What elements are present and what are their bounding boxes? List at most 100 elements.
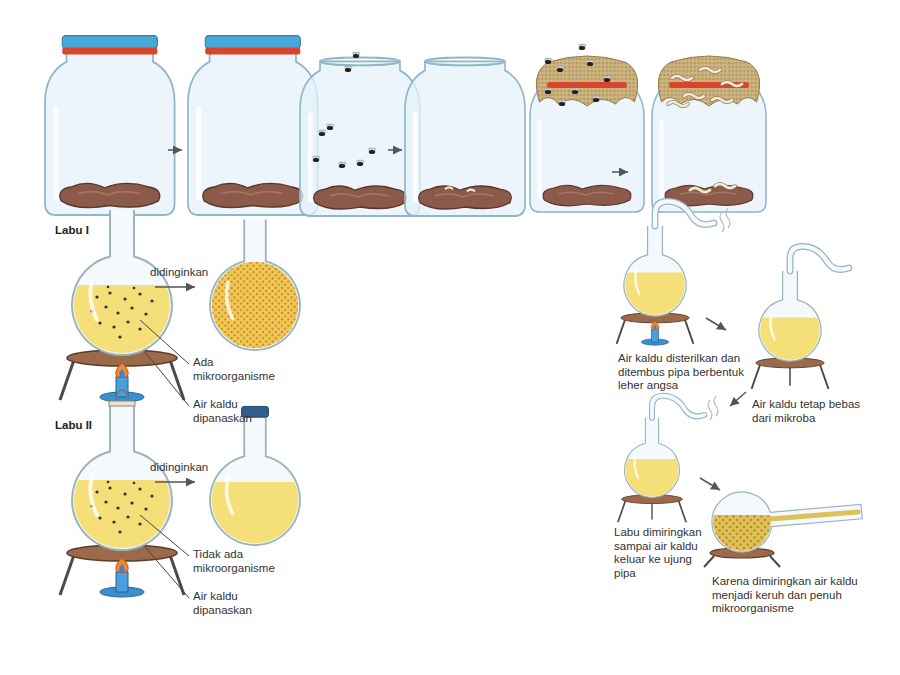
- drawing-use: [652, 396, 704, 418]
- leader-lines: [140, 320, 189, 406]
- callout-label: Ada mikroorganisme: [193, 356, 285, 383]
- drawing-use: [227, 478, 233, 514]
- drawing-use: [545, 88, 553, 94]
- leader-lines: [140, 515, 189, 598]
- drawing-use: [227, 283, 233, 319]
- drawing-use: [313, 156, 321, 162]
- step-arrow: [155, 481, 195, 483]
- drawing-path: [445, 187, 475, 191]
- drawing-line: [770, 556, 780, 567]
- drawing-use: [618, 495, 686, 523]
- drawing-g: [709, 482, 864, 555]
- drawing-use: [319, 130, 327, 136]
- drawing-line: [704, 556, 714, 567]
- drawing-use: [300, 61, 420, 216]
- steam: [720, 208, 730, 232]
- drawing-use: [45, 52, 175, 215]
- drawing-line: [612, 171, 628, 173]
- drawing-use: [62, 36, 157, 55]
- open-jar: [405, 58, 525, 216]
- drawing-use: [339, 162, 347, 168]
- drawing-use: [405, 61, 525, 216]
- tilted-flask: [704, 482, 864, 567]
- drawing-use: [790, 246, 849, 271]
- drawing-use: [752, 358, 829, 389]
- closed-jar: [188, 36, 318, 215]
- drawing-use: [210, 415, 300, 546]
- drawing-use: [205, 36, 300, 55]
- flask-heading: Labu I: [55, 224, 125, 238]
- drawing-use: [641, 321, 668, 345]
- drawing-use: [90, 286, 153, 339]
- drawing-use: [672, 76, 692, 80]
- drawing-use: [203, 183, 303, 207]
- flask-heading: Labu II: [55, 419, 125, 433]
- drawing-line: [770, 512, 858, 519]
- drawing-circle: [212, 262, 298, 348]
- open-jar: [300, 58, 420, 216]
- drawing-use: [625, 418, 680, 498]
- drawing-path: [713, 515, 771, 551]
- drawing-line: [700, 478, 720, 490]
- drawing-use: [60, 183, 160, 207]
- step-arrow: [155, 286, 195, 288]
- drawing-use: [690, 188, 710, 192]
- drawing-use: [545, 58, 553, 64]
- drawing-use: [604, 76, 612, 82]
- sealed-flask: [210, 406, 300, 545]
- drawing-use: [536, 56, 637, 106]
- step-label: didinginkan: [150, 461, 230, 475]
- swan-neck-flask: [752, 246, 849, 389]
- drawing-use: [314, 186, 407, 209]
- drawing-circle: [212, 262, 298, 348]
- drawing-use: [327, 124, 335, 130]
- gauze-jar: [530, 56, 644, 212]
- drawing-use: [593, 96, 601, 102]
- drawing-use: [700, 68, 720, 72]
- drawing-use: [572, 88, 580, 94]
- caption-label: Air kaldu tetap bebas dari mikroba: [752, 398, 882, 425]
- drawing-line: [168, 149, 182, 151]
- drawing-line: [706, 318, 726, 330]
- maggots: [668, 68, 742, 192]
- drawing-use: [90, 280, 97, 320]
- steam: [708, 396, 718, 420]
- drawing-line: [140, 320, 189, 364]
- drawing-use: [543, 185, 631, 206]
- swan-neck-flask: [618, 396, 704, 523]
- drawing-use: [759, 271, 821, 361]
- caption-label: Karena dimiringkan air kaldu menjadi ker…: [712, 575, 872, 616]
- drawing-use: [624, 226, 686, 316]
- drawing-use: [712, 98, 732, 102]
- drawing-use: [587, 60, 595, 66]
- drawing-use: [90, 481, 153, 534]
- drawing-use: [210, 220, 300, 351]
- drawing-use: [684, 94, 704, 98]
- step-arrows: [168, 150, 628, 172]
- heated-flask: [60, 210, 184, 402]
- drawing-line: [388, 149, 402, 151]
- callout-label: Air kaldu dipanaskan: [193, 590, 285, 617]
- caption-label: Labu dimiringkan sampai air kaldu keluar…: [614, 526, 704, 580]
- drawing-line: [730, 392, 746, 406]
- swan-neck-flask: [617, 201, 714, 345]
- drawing-use: [100, 363, 144, 402]
- gauze-jar: [652, 56, 766, 212]
- drawing-path: [713, 515, 771, 551]
- drawing-use: [722, 82, 742, 86]
- drawing-use: [655, 201, 714, 226]
- drawing-use: [715, 184, 735, 188]
- step-label: didinginkan: [150, 266, 230, 280]
- drawing-use: [668, 102, 688, 106]
- closed-jar: [45, 36, 175, 215]
- drawing-use: [90, 475, 97, 515]
- drawing-use: [709, 487, 801, 554]
- step-arrows: [700, 318, 746, 490]
- drawing-ellipse: [320, 58, 400, 66]
- drawing-use: [579, 44, 587, 50]
- drawing-use: [635, 270, 639, 295]
- drawing-use: [559, 100, 567, 106]
- drawing-use: [345, 66, 353, 72]
- cooled-flask: [210, 220, 300, 351]
